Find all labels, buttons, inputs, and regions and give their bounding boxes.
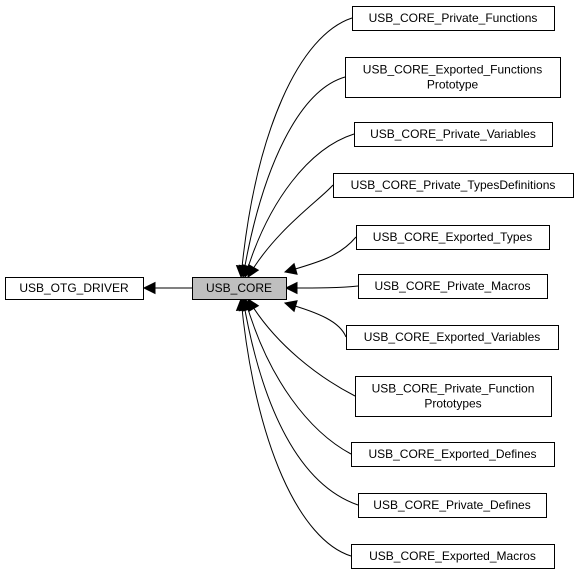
node-box — [346, 325, 559, 350]
nodes-layer: USB_OTG_DRIVER USB_CORE USB_CORE_Private_F… — [5, 6, 574, 569]
node-box — [351, 544, 555, 569]
edge-private-variables-to-core — [244, 133, 355, 278]
node-usb-core[interactable]: USB_CORE — [192, 277, 287, 300]
edges-layer — [142, 17, 359, 557]
node-box — [5, 277, 144, 300]
edge-private-functions-to-core — [240, 17, 353, 278]
node-box — [356, 225, 550, 250]
node-label: Prototypes — [424, 397, 481, 411]
node-private-variables[interactable]: USB_CORE_Private_Variables — [354, 122, 553, 147]
arrowhead-icon — [142, 281, 156, 295]
node-label: USB_CORE_Exported_Defines — [368, 447, 536, 461]
arrowhead-icon — [284, 281, 298, 295]
edge-exported-types-to-core — [284, 236, 357, 273]
node-box — [358, 274, 548, 299]
node-box — [352, 6, 555, 31]
node-label: USB_CORE_Private_Defines — [373, 498, 530, 512]
edge-exported-defines-to-core — [244, 298, 352, 455]
edge-private-defines-to-core — [242, 298, 359, 506]
node-box — [192, 277, 287, 300]
node-label: USB_CORE_Exported_Variables — [364, 330, 541, 344]
node-label: Prototype — [427, 78, 479, 92]
node-label: USB_CORE_Private_TypesDefinitions — [351, 178, 556, 192]
node-private-defines[interactable]: USB_CORE_Private_Defines — [358, 493, 547, 518]
node-exported-macros[interactable]: USB_CORE_Exported_Macros — [351, 544, 555, 569]
node-exported-defines[interactable]: USB_CORE_Exported_Defines — [351, 442, 555, 467]
arrowhead-icon — [247, 263, 260, 278]
node-label: USB_CORE_Private_Variables — [370, 127, 536, 141]
arrowhead-icon — [235, 297, 249, 312]
node-box — [354, 122, 553, 147]
node-usb-otg-driver[interactable]: USB_OTG_DRIVER — [5, 277, 144, 300]
node-private-macros[interactable]: USB_CORE_Private_Macros — [358, 274, 548, 299]
edge-private-typesdefinitions-to-core — [247, 184, 334, 278]
node-label: USB_OTG_DRIVER — [19, 281, 129, 295]
node-exported-types[interactable]: USB_CORE_Exported_Types — [356, 225, 550, 250]
node-private-typesdefinitions[interactable]: USB_CORE_Private_TypesDefinitions — [333, 173, 574, 198]
node-exported-variables[interactable]: USB_CORE_Exported_Variables — [346, 325, 559, 350]
node-label: USB_CORE_Exported_Macros — [369, 549, 536, 563]
node-box — [351, 442, 555, 467]
node-label: USB_CORE_Private_Functions — [369, 11, 538, 25]
node-label: USB_CORE_Exported_Functions — [363, 63, 542, 77]
node-box — [345, 57, 561, 98]
node-private-functions[interactable]: USB_CORE_Private_Functions — [352, 6, 555, 31]
edge-private-function-prototypes-to-core — [247, 298, 356, 397]
node-box — [333, 173, 574, 198]
node-box — [355, 376, 552, 417]
node-label: USB_CORE_Exported_Types — [373, 230, 532, 244]
edge-exported-macros-to-core — [240, 298, 352, 557]
arrowhead-icon — [283, 262, 298, 275]
node-label: USB_CORE_Private_Macros — [374, 279, 530, 293]
arrowhead-icon — [283, 300, 298, 313]
node-label: USB_CORE_Private_Function — [372, 382, 535, 396]
node-box — [358, 493, 547, 518]
node-label: USB_CORE — [206, 281, 272, 295]
edge-exported-functions-prototype-to-core — [242, 76, 346, 278]
